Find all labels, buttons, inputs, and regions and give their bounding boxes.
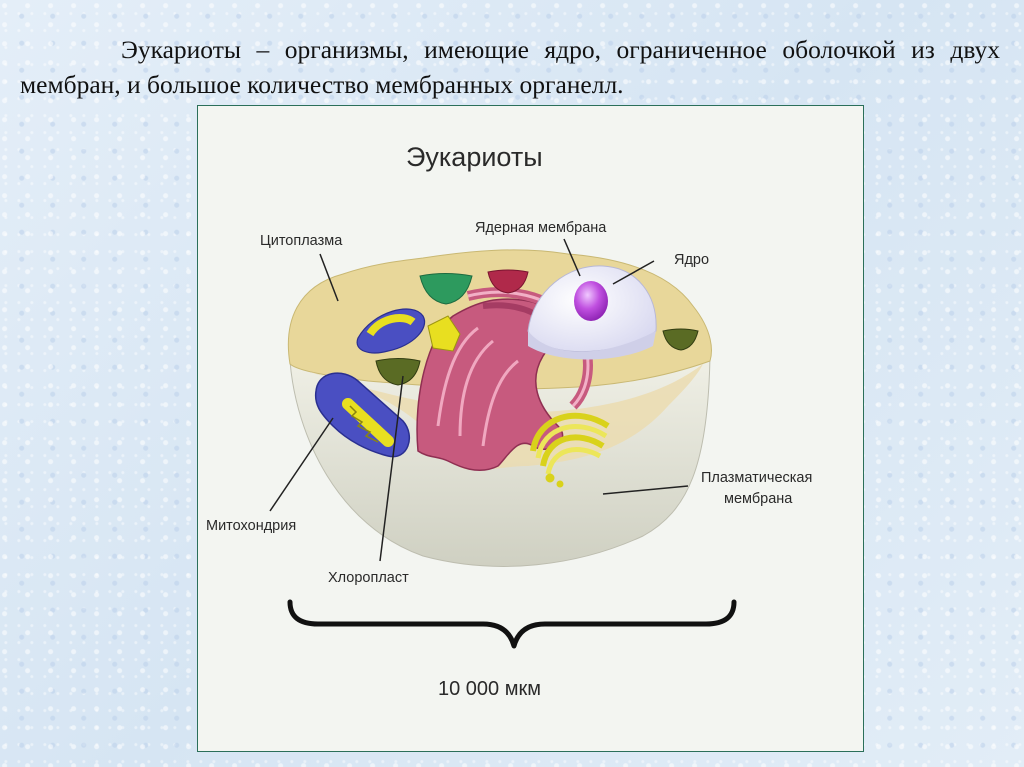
chloroplast-granum (427, 315, 461, 352)
vesicle-olive-right (662, 328, 699, 351)
label-plasma-membrane-line2: мембрана (724, 491, 793, 507)
plasma-membrane-pointer (602, 485, 689, 495)
mitochondrion-main (314, 372, 411, 458)
label-cytoplasm: Цитоплазма (260, 233, 343, 249)
label-nuclear-membrane: Ядерная мембрана (475, 220, 607, 236)
mitochondrion-pointer (269, 417, 334, 512)
golgi-apparatus (530, 412, 610, 488)
cell-diagram-figure: Эукариоты (197, 105, 864, 752)
vesicle-olive-left (375, 358, 421, 386)
scale-brace (287, 599, 737, 649)
scale-label: 10 000 мкм (438, 678, 541, 700)
nucleus-pointer (612, 260, 655, 285)
vesicle-red (487, 269, 529, 294)
diagram-title: Эукариоты (406, 142, 543, 172)
definition-text: Эукариоты – организмы, имеющие ядро, огр… (20, 35, 1000, 99)
label-chloroplast: Хлоропласт (328, 570, 409, 586)
nucleus (527, 265, 657, 360)
cell-diagram: Эукариоты (206, 142, 812, 700)
pointer-lines (269, 238, 689, 562)
label-plasma-membrane-line1: Плазматическая (701, 470, 812, 486)
label-nucleus: Ядро (674, 252, 709, 268)
nuclear-membrane-pointer (563, 238, 581, 277)
vesicle-green (419, 273, 473, 305)
label-mitochondrion: Митохондрия (206, 518, 296, 534)
mitochondrion-small (356, 308, 426, 354)
chloroplast-pointer (379, 375, 404, 562)
cytoplasm-pointer (319, 253, 339, 302)
